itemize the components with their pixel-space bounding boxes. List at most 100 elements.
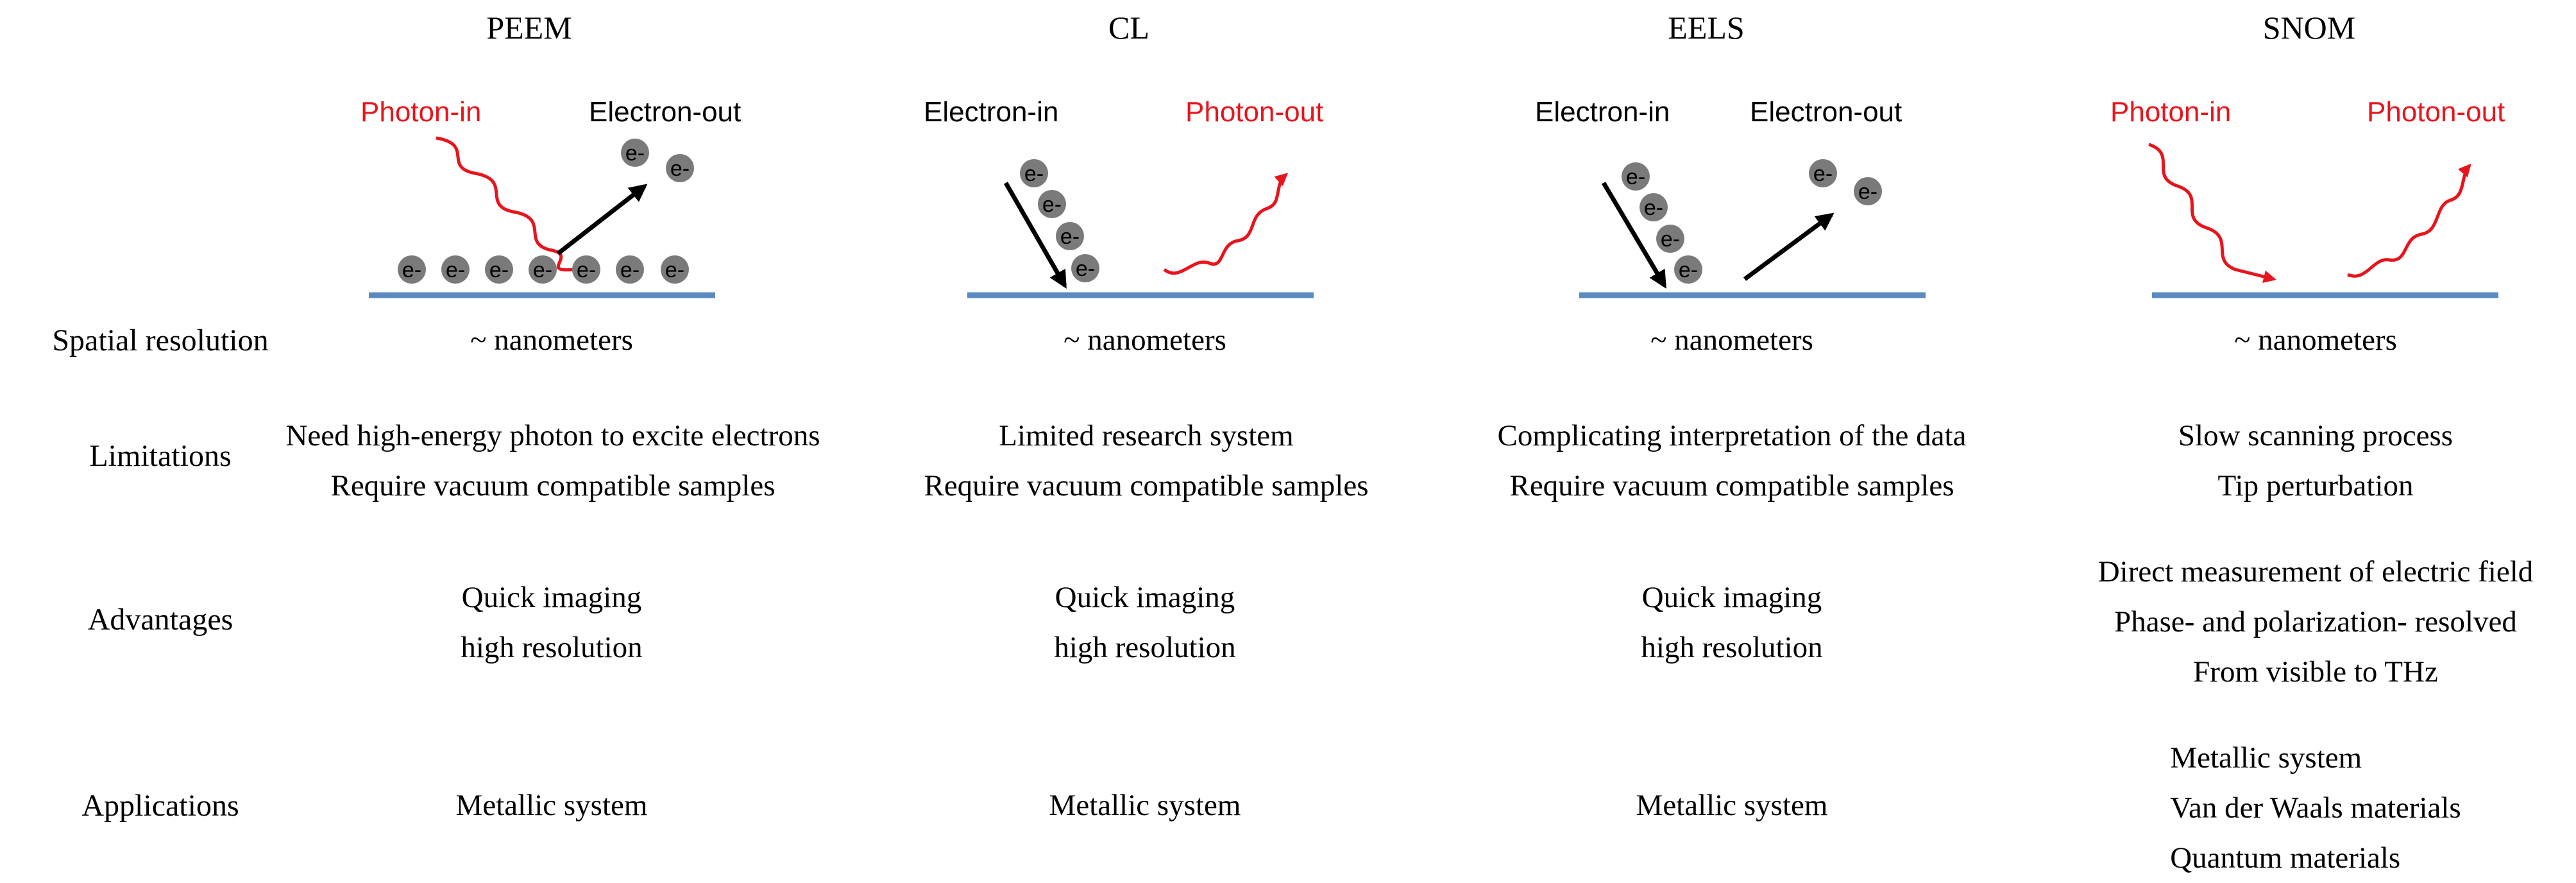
peem-electron: e- bbox=[661, 255, 689, 284]
snom-advantages: Direct measurement of electric field Pha… bbox=[2098, 547, 2534, 697]
cl-electron-symbol: e- bbox=[1060, 225, 1080, 249]
eels-electron-symbol: e- bbox=[1813, 162, 1833, 186]
cl-in-label: Electron-in bbox=[924, 96, 1059, 128]
eels-limitations: Complicating interpretation of the data … bbox=[1498, 411, 1967, 511]
eels-electron: e- bbox=[1674, 255, 1702, 284]
title-cl: CL bbox=[1108, 10, 1149, 46]
peem-in-label: Photon-in bbox=[360, 96, 482, 128]
snom-out-label: Photon-out bbox=[2367, 96, 2505, 128]
eels-electron-symbol: e- bbox=[1626, 165, 1645, 189]
peem-electron-sphere bbox=[485, 255, 513, 284]
snom-application-item: Van der Waals materials bbox=[2170, 791, 2461, 825]
peem-limitations: Need high-energy photon to excite electr… bbox=[285, 411, 820, 511]
peem-advantage-item: Quick imaging bbox=[461, 581, 642, 614]
peem-electron-sphere bbox=[398, 255, 426, 284]
cl-electron-in-arrow bbox=[1003, 182, 1067, 289]
cl-spatial-resolution: ~ nanometers bbox=[1063, 323, 1226, 357]
eels-electron-sphere bbox=[1854, 177, 1882, 205]
cl-out-label: Photon-out bbox=[1185, 96, 1324, 128]
title-eels: EELS bbox=[1668, 10, 1745, 46]
peem-photon-in-wave bbox=[436, 136, 575, 272]
cl-applications: Metallic system bbox=[1049, 789, 1241, 822]
cl-electron-sphere bbox=[1020, 159, 1048, 187]
cl-limitation-item: Require vacuum compatible samples bbox=[924, 469, 1369, 502]
eels-electron-out-arrow bbox=[1743, 212, 1835, 281]
snom-limitations: Slow scanning process Tip perturbation bbox=[2178, 411, 2453, 511]
snom-advantage-item: Phase- and polarization- resolved bbox=[2114, 605, 2517, 639]
peem-electron-symbol: e- bbox=[533, 258, 552, 282]
snom-in-label: Photon-in bbox=[2110, 96, 2232, 128]
eels-electron: e- bbox=[1622, 162, 1650, 191]
snom-limitation-item: Tip perturbation bbox=[2217, 469, 2414, 502]
eels-electron-sphere bbox=[1809, 159, 1837, 187]
eels-electron: e- bbox=[1854, 177, 1882, 205]
eels-advantages: Quick imaging high resolution bbox=[1641, 572, 1822, 673]
cl-electron-sphere bbox=[1071, 254, 1099, 282]
cl-electron-sphere bbox=[1038, 190, 1066, 218]
peem-limitation-item: Require vacuum compatible samples bbox=[330, 469, 775, 502]
peem-electron-sphere bbox=[441, 255, 470, 284]
cl-electron-symbol: e- bbox=[1042, 193, 1062, 217]
snom-advantage-item: From visible to THz bbox=[2193, 655, 2438, 689]
peem-spatial-resolution: ~ nanometers bbox=[470, 323, 633, 357]
cl-photon-out-wave bbox=[1163, 173, 1288, 275]
peem-electron-out-arrow bbox=[556, 184, 648, 255]
row-label-limitations: Limitations bbox=[89, 439, 232, 473]
peem-electron-sphere bbox=[661, 255, 689, 284]
eels-limitation-item: Complicating interpretation of the data bbox=[1497, 419, 1967, 452]
eels-electron-sphere bbox=[1674, 255, 1702, 284]
snom-application-item: Quantum materials bbox=[2170, 841, 2401, 875]
peem-electron: e- bbox=[666, 154, 694, 182]
eels-electron: e- bbox=[1809, 159, 1837, 187]
cl-advantage-item: Quick imaging bbox=[1055, 581, 1235, 614]
snom-photon-out-wave bbox=[2347, 163, 2471, 278]
row-label-advantages: Advantages bbox=[87, 603, 233, 637]
snom-application-item: Metallic system bbox=[2170, 741, 2362, 775]
eels-advantage-item: Quick imaging bbox=[1641, 581, 1822, 614]
peem-electron-sphere bbox=[572, 255, 600, 284]
eels-electron-sphere bbox=[1622, 162, 1650, 191]
eels-electron-symbol: e- bbox=[1858, 180, 1877, 204]
peem-limitation-item: Need high-energy photon to excite electr… bbox=[285, 419, 820, 452]
title-peem: PEEM bbox=[486, 10, 572, 46]
cl-advantages: Quick imaging high resolution bbox=[1054, 572, 1235, 673]
cl-electron-sphere bbox=[1056, 222, 1084, 250]
cl-electron: e- bbox=[1020, 159, 1048, 187]
peem-electron: e- bbox=[572, 255, 600, 284]
peem-electron: e- bbox=[398, 255, 426, 284]
snom-advantage-item: Direct measurement of electric field bbox=[2097, 555, 2534, 588]
peem-electron-sphere bbox=[616, 255, 644, 284]
peem-electron-symbol: e- bbox=[665, 258, 684, 282]
eels-electron-sphere bbox=[1656, 225, 1684, 253]
peem-electron-symbol: e- bbox=[402, 258, 421, 282]
cl-electron-symbol: e- bbox=[1024, 162, 1044, 186]
cl-limitation-item: Limited research system bbox=[999, 419, 1294, 452]
cl-electron: e- bbox=[1038, 190, 1066, 218]
eels-electron-symbol: e- bbox=[1644, 196, 1663, 220]
peem-electron-symbol: e- bbox=[620, 258, 640, 282]
cl-electron: e- bbox=[1056, 222, 1084, 250]
eels-electron-symbol: e- bbox=[1679, 258, 1698, 282]
peem-electron: e- bbox=[616, 255, 644, 284]
snom-photon-in-wave bbox=[2148, 142, 2276, 283]
cl-advantage-item: high resolution bbox=[1054, 631, 1236, 664]
eels-out-label: Electron-out bbox=[1750, 96, 1902, 128]
eels-limitation-item: Require vacuum compatible samples bbox=[1509, 469, 1954, 502]
peem-electron-symbol: e- bbox=[489, 258, 509, 282]
peem-electron-symbol: e- bbox=[577, 258, 596, 282]
eels-electron: e- bbox=[1656, 225, 1684, 253]
snom-applications: Metallic system Van der Waals materials … bbox=[2170, 733, 2461, 883]
peem-advantages: Quick imaging high resolution bbox=[461, 572, 642, 673]
peem-out-label: Electron-out bbox=[589, 96, 741, 128]
peem-electron-symbol: e- bbox=[625, 141, 645, 166]
peem-advantage-item: high resolution bbox=[461, 631, 643, 664]
eels-applications: Metallic system bbox=[1636, 789, 1828, 822]
peem-electron-sphere bbox=[666, 154, 694, 182]
eels-electron: e- bbox=[1640, 193, 1668, 221]
snom-spatial-resolution: ~ nanometers bbox=[2234, 323, 2397, 357]
peem-electron-symbol: e- bbox=[446, 258, 465, 282]
eels-electron-in-arrow bbox=[1601, 182, 1667, 289]
row-label-spatial-resolution: Spatial resolution bbox=[52, 323, 269, 357]
row-label-applications: Applications bbox=[81, 789, 239, 823]
